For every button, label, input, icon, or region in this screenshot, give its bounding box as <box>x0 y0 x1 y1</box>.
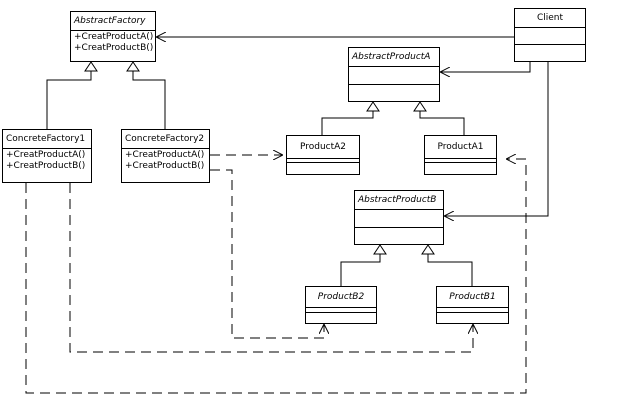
operation: +CreatProductB() <box>6 161 86 171</box>
operation: +CreatProductB() <box>125 161 205 171</box>
operation: +CreatProductB() <box>74 43 154 53</box>
attributes-compartment <box>349 67 439 85</box>
class-name: AbstractProductB <box>355 191 443 210</box>
attributes-compartment <box>287 159 359 163</box>
class-concrete-factory-2[interactable]: ConcreteFactory2 +CreatProductA() +Creat… <box>121 129 210 183</box>
operation: +CreatProductA() <box>125 150 205 160</box>
class-name: ConcreteFactory1 <box>3 130 91 149</box>
dependency-factory1-product-b1 <box>69 183 473 353</box>
generalization-arrowhead-icon <box>366 101 380 112</box>
operations-compartment: +CreatProductA() +CreatProductB() <box>3 149 91 172</box>
class-name: AbstractFactory <box>71 12 155 31</box>
generalization-arrowhead-icon <box>126 61 140 72</box>
generalization-line-factory2 <box>132 70 166 129</box>
operations-compartment: +CreatProductA() +CreatProductB() <box>71 31 155 54</box>
class-name: Client <box>515 9 585 28</box>
association-client-abstract-product-a <box>440 62 531 72</box>
class-name: AbstractProductA <box>349 48 439 67</box>
attributes-compartment <box>306 308 376 313</box>
class-name: ProductB2 <box>306 287 376 308</box>
operations-compartment <box>425 163 496 175</box>
operations-compartment: +CreatProductA() +CreatProductB() <box>122 149 209 172</box>
generalization-line-product-a2 <box>321 110 374 135</box>
class-client[interactable]: Client <box>514 8 586 62</box>
operations-compartment <box>287 163 359 175</box>
class-abstract-product-a[interactable]: AbstractProductA <box>348 47 440 102</box>
dependency-factory1-product-a1 <box>25 159 527 394</box>
operations-compartment <box>349 85 439 102</box>
generalization-arrowhead-icon <box>373 244 387 255</box>
class-name: ProductB1 <box>437 287 508 308</box>
class-concrete-factory-1[interactable]: ConcreteFactory1 +CreatProductA() +Creat… <box>2 129 92 183</box>
operations-compartment <box>515 45 585 62</box>
generalization-line-product-b2 <box>340 253 381 286</box>
class-product-a1[interactable]: ProductA1 <box>424 135 497 175</box>
attributes-compartment <box>355 210 443 228</box>
operation: +CreatProductA() <box>6 150 86 160</box>
generalization-arrowhead-icon <box>84 61 98 72</box>
class-product-a2[interactable]: ProductA2 <box>286 135 360 175</box>
generalization-line-factory1 <box>46 70 92 129</box>
class-name: ProductA2 <box>287 136 359 159</box>
generalization-line-product-b1 <box>427 253 473 286</box>
operations-compartment <box>437 313 508 324</box>
association-client-abstract-product-b <box>444 62 549 216</box>
attributes-compartment <box>425 159 496 163</box>
class-product-b1[interactable]: ProductB1 <box>436 286 509 324</box>
generalization-line-product-a1 <box>419 110 465 135</box>
class-abstract-product-b[interactable]: AbstractProductB <box>354 190 444 245</box>
operation: +CreatProductA() <box>74 32 154 42</box>
operations-compartment <box>355 228 443 245</box>
class-name: ConcreteFactory2 <box>122 130 209 149</box>
attributes-compartment <box>515 28 585 45</box>
class-product-b2[interactable]: ProductB2 <box>305 286 377 324</box>
class-abstract-factory[interactable]: AbstractFactory +CreatProductA() +CreatP… <box>70 11 156 62</box>
attributes-compartment <box>437 308 508 313</box>
class-name: ProductA1 <box>425 136 496 159</box>
generalization-arrowhead-icon <box>413 101 427 112</box>
operations-compartment <box>306 313 376 324</box>
generalization-arrowhead-icon <box>421 244 435 255</box>
